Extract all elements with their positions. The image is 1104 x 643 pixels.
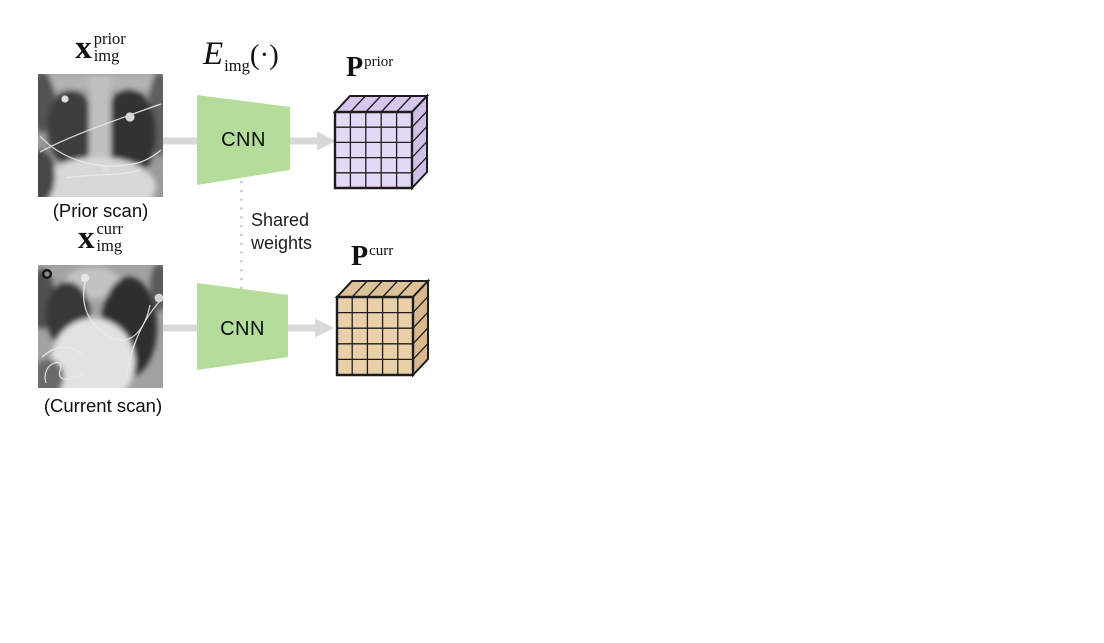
- curr-input-subscript: img: [96, 236, 123, 256]
- label-encoder-function: Eimg(·): [203, 36, 279, 76]
- caption-current-scan: (Current scan): [43, 395, 163, 416]
- shared-weights-line2: weights: [251, 233, 313, 253]
- arrow-cnn-to-curr-cube: [288, 318, 334, 338]
- diagram-graphics-layer: [163, 93, 431, 378]
- arrow-cnn-to-prior-cube: [290, 131, 336, 151]
- cnn-label-bottom: CNN: [220, 318, 265, 340]
- feature-cube-curr: [334, 278, 431, 378]
- cnn-label-top: CNN: [221, 129, 266, 151]
- caption-prior-scan: (Prior scan): [52, 200, 149, 221]
- prior-output-superscript: prior: [364, 54, 394, 70]
- encoder-subscript: img: [224, 56, 250, 75]
- prior-input-superscript: prior: [93, 29, 126, 48]
- shared-weights-label: Shared weights: [251, 209, 312, 255]
- cnn-encoder-shape-bottom: [197, 283, 288, 370]
- label-prior-output: Pprior: [346, 52, 394, 83]
- prior-input-base: x: [75, 29, 92, 66]
- curr-output-superscript: curr: [369, 243, 394, 259]
- prior-scan-image: [38, 74, 163, 197]
- feature-cube-prior: [332, 93, 430, 191]
- curr-input-base: x: [77, 219, 95, 256]
- current-scan-image: [38, 265, 163, 388]
- label-curr-output: Pcurr: [351, 241, 394, 272]
- shared-weights-line1: Shared: [251, 210, 310, 230]
- prior-output-base: P: [346, 52, 364, 83]
- encoder-base: E: [203, 36, 224, 72]
- encoder-args: (·): [249, 39, 279, 71]
- prior-input-subscript: img: [93, 46, 120, 66]
- curr-input-superscript: curr: [96, 219, 124, 238]
- curr-output-base: P: [351, 241, 369, 272]
- cnn-encoder-shape-top: [197, 95, 290, 185]
